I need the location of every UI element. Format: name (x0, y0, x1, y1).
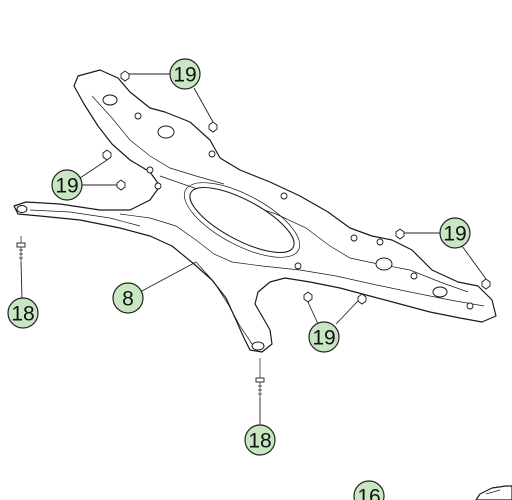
callout-label: 19 (55, 175, 78, 198)
fastener-dot (350, 234, 358, 242)
fastener-dot (146, 166, 154, 174)
mount-hole-front (16, 205, 28, 213)
nut-icon (357, 293, 367, 305)
nut-icon (116, 179, 126, 191)
nut-icon (395, 228, 405, 240)
fastener-dot (466, 302, 474, 310)
nut-icon (208, 121, 218, 133)
callout-label: 19 (173, 64, 196, 87)
mount-hole-top-1 (102, 94, 118, 106)
callout-label: 8 (122, 288, 134, 311)
mount-hole-top-2 (157, 125, 175, 139)
subframe-lower-arm-edge (195, 261, 253, 345)
partial-component (475, 485, 512, 500)
bolt-left (16, 236, 26, 262)
callout-label: 19 (443, 223, 466, 246)
mount-hole-bottom (251, 341, 265, 351)
callout-label: 19 (312, 327, 335, 350)
fastener-dot (154, 182, 162, 190)
callout-label: 16 (357, 486, 380, 500)
callout-nut-bottom: 19 (308, 321, 340, 353)
front-subframe (13, 69, 497, 353)
callout-subframe: 8 (112, 282, 144, 314)
flange-nuts (102, 70, 491, 305)
callout-bolt-bottom: 18 (244, 424, 276, 456)
partial-component-outline (475, 485, 512, 500)
fastener-dot (280, 192, 288, 200)
subframe-inner-rail-left (91, 95, 225, 185)
fastener-dot (208, 150, 216, 158)
callout-label: 18 (248, 430, 271, 453)
callout-nut-top: 19 (169, 58, 201, 90)
callout-label: 18 (11, 303, 34, 326)
center-oval-rim (183, 182, 301, 258)
nut-icon (303, 291, 313, 303)
leader-lines (20, 73, 487, 426)
fastener-dot (376, 238, 384, 246)
subframe-inner-rail-mid (119, 213, 485, 307)
center-oval-opening (189, 187, 295, 253)
nut-icon (102, 149, 112, 161)
nut-icon (120, 70, 130, 82)
subframe-front-edge (29, 209, 141, 227)
bolt-head-icon (255, 377, 265, 383)
callout-nut-right: 19 (439, 217, 471, 249)
callout-bolt-left: 18 (7, 297, 39, 329)
fastener-dot (410, 272, 418, 280)
bolt-head-icon (16, 242, 26, 248)
nut-icon (481, 278, 491, 290)
callout-partial-bottom: 16 (353, 480, 385, 500)
mount-hole-right-1 (375, 257, 393, 271)
bolt-bottom (255, 358, 265, 398)
fastener-dot (294, 262, 302, 270)
mount-hole-right-2 (432, 286, 448, 298)
fastener-dot (134, 112, 142, 120)
callout-nut-left: 19 (51, 169, 83, 201)
